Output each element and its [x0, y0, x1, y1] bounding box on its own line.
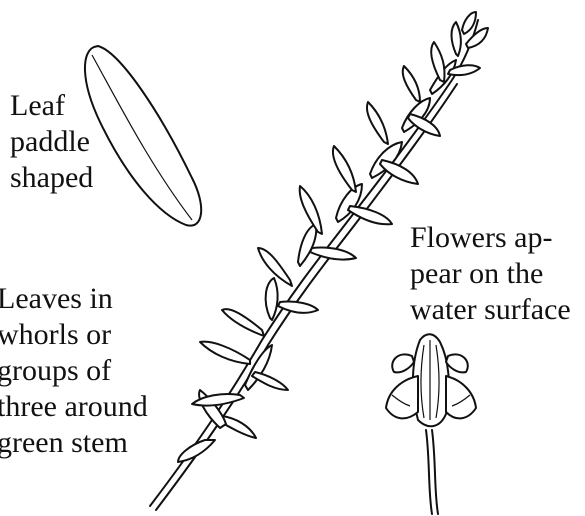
- leaf-shape-label: Leaf paddle shaped: [10, 88, 93, 196]
- single-leaf-illustration: [85, 46, 201, 226]
- leaf-arrangement-label: Leaves in whorls or groups of three arou…: [0, 281, 148, 461]
- flowers-label: Flowers ap- pear on the water surface: [410, 220, 571, 328]
- flower-illustration: [386, 334, 476, 514]
